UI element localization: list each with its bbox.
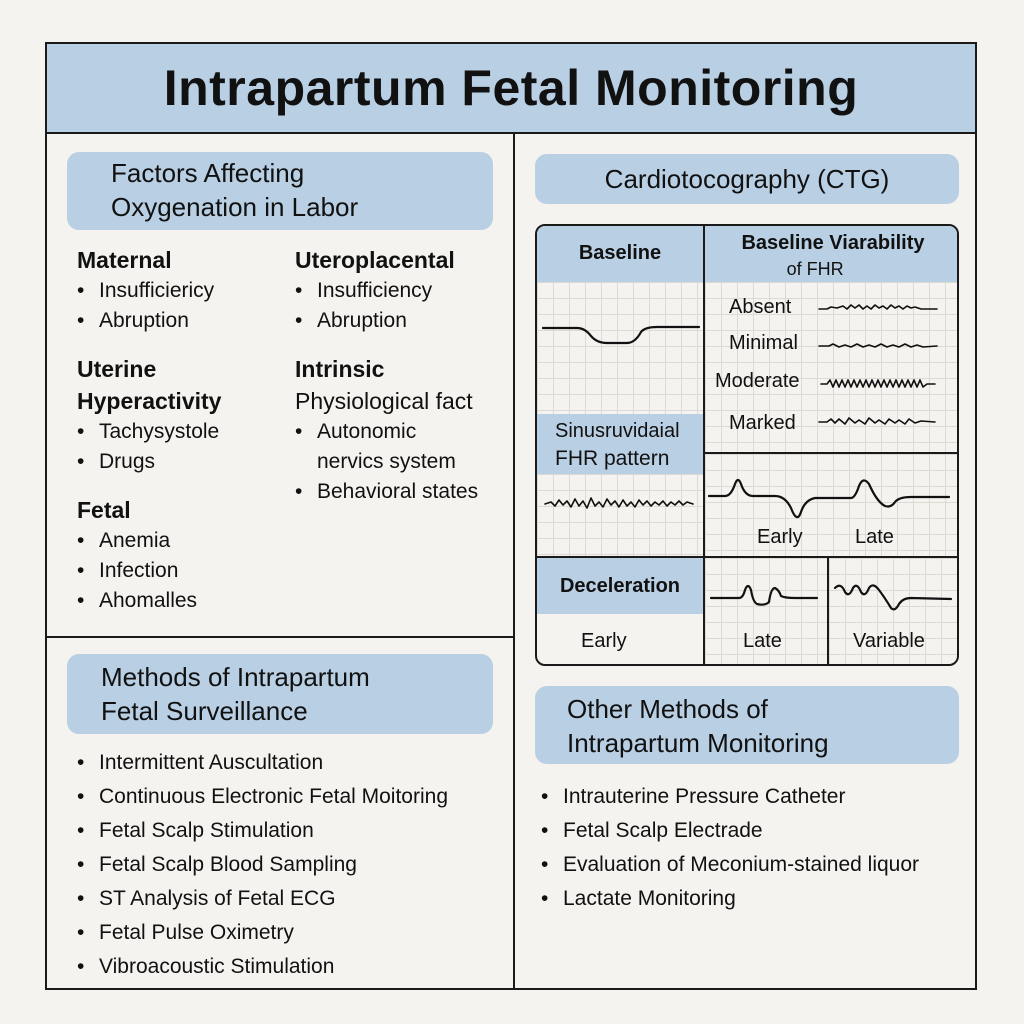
horizontal-divider [47, 636, 513, 638]
group-title: Hyperactivity [77, 388, 222, 414]
list-item: Insufficiency [295, 276, 455, 306]
baseline-header-text: Baseline [578, 242, 662, 264]
page-title: Intrapartum Fetal Monitoring [163, 60, 859, 116]
group-uteroplacental: Uteroplacental Insufficiency Abruption [295, 244, 455, 336]
ctg-heading: Cardiotocography (CTG) [535, 154, 959, 204]
variability-cell: Absent Minimal Moderate Marked [705, 282, 957, 454]
variability-moderate: Moderate [715, 370, 800, 392]
group-title: Intrinsic [295, 356, 385, 382]
decel-type-variable: Variable [829, 558, 957, 664]
sinusoidal-header: Sinusruvidaial FHR pattern [537, 414, 703, 474]
group-title: Fetal [77, 497, 131, 523]
other-methods-list: Intrauterine Pressure Catheter Fetal Sca… [541, 780, 919, 916]
list-item: Infection [77, 556, 197, 586]
decel-early-label: Early [757, 526, 803, 548]
decel-type-late-label: Late [743, 630, 782, 652]
factors-heading-line1: Factors Affecting [111, 158, 305, 188]
decel-late-label: Late [855, 526, 894, 548]
late-decel-icon [709, 584, 819, 606]
group-fetal: Fetal Anemia Infection Ahomalles [77, 494, 197, 616]
decel-patterns-icon [707, 478, 951, 519]
ctg-heading-text: Cardiotocography (CTG) [604, 164, 890, 194]
decel-type-late: Late [705, 558, 827, 664]
list-item: Anemia [77, 526, 197, 556]
deceleration-header-text: Deceleration [559, 575, 681, 597]
list-item: Abruption [295, 306, 455, 336]
decel-type-variable-label: Variable [853, 630, 925, 652]
decel-type-early: Early [537, 614, 703, 664]
list-item: Fetal Scalp Blood Sampling [77, 848, 448, 882]
ctg-column-divider [703, 226, 705, 664]
ctg-row-divider [705, 452, 957, 454]
variability-header-line2: of FHR [786, 259, 844, 279]
group-maternal: Maternal Insufficierіcy Abruption [77, 244, 214, 336]
list-item: Evaluation of Meconium-stained liquor [541, 848, 919, 882]
list-item: Continuous Electronic Fetal Moitoring [77, 780, 448, 814]
baseline-trace-cell [537, 282, 703, 414]
methods-heading-line1: Methods of Intrapartum [101, 662, 370, 692]
deceleration-header: Deceleration [537, 558, 703, 614]
list-item: Fetal Scalp Electrade [541, 814, 919, 848]
decel-type-early-label: Early [581, 630, 627, 652]
variability-marked: Marked [729, 412, 796, 434]
factors-heading-line2: Oxygenation in Labor [111, 192, 359, 222]
list-item: Abruption [77, 306, 214, 336]
variability-minimal: Minimal [729, 332, 798, 354]
ctg-column-divider [827, 558, 829, 664]
title-bar: Intrapartum Fetal Monitoring [47, 44, 975, 134]
list-item: Autonomic [295, 417, 478, 447]
list-item: Behavioral states [295, 477, 478, 507]
ctg-table: Baseline Sinusruvidaial FHR pattern Base… [535, 224, 959, 666]
list-item: Ahomalles [77, 586, 197, 616]
other-methods-heading-line2: Intrapartum Monitoring [567, 728, 829, 758]
sinusoidal-line2: FHR pattern [555, 447, 670, 470]
list-item: Fetal Scalp Stimulation [77, 814, 448, 848]
group-title: Uterine [77, 356, 157, 382]
factors-heading: Factors Affecting Oxygenation in Labor [67, 152, 493, 230]
methods-heading-line2: Fetal Surveillance [101, 696, 308, 726]
baseline-header: Baseline [537, 226, 703, 282]
sinusoidal-trace-cell [537, 474, 703, 556]
variability-traces-icon [818, 304, 938, 425]
vertical-divider [513, 132, 515, 990]
methods-heading: Methods of Intrapartum Fetal Surveillanc… [67, 654, 493, 734]
other-methods-heading: Other Methods of Intrapartum Monitoring [535, 686, 959, 764]
list-item: ST Analysis of Fetal ECG [77, 882, 448, 916]
group-title: Uteroplacental [295, 247, 455, 273]
decel-patterns-cell: Early Late [705, 454, 957, 556]
other-methods-heading-line1: Other Methods of [567, 694, 768, 724]
list-item: Intrauterine Pressure Catheter [541, 780, 919, 814]
variable-decel-icon [833, 584, 953, 611]
group-intrinsic: Intrinsic Physiological fact Autonomic n… [295, 353, 478, 507]
variability-header: Baseline Viarability of FHR [705, 226, 957, 282]
sinusoidal-trace-icon [544, 497, 694, 509]
list-item: Fetal Pulse Oximetry [77, 916, 448, 950]
ctg-row-divider [537, 556, 957, 558]
group-title: Physiological fact [295, 388, 473, 414]
group-uterine-hyperactivity: Uterine Hyperactivity Tachysystole Drugs [77, 353, 221, 477]
variability-absent: Absent [729, 296, 792, 318]
baseline-trace-icon [541, 325, 701, 345]
list-item: Intermittent Auscultation [77, 746, 448, 780]
methods-list: Intermittent Auscultation Continuous Ele… [77, 746, 448, 984]
variability-header-line1: Baseline Viarability [741, 232, 925, 254]
list-item: Vibroacoustic Stimulation [77, 950, 448, 984]
list-item: Drugs [77, 447, 221, 477]
infographic-frame: Intrapartum Fetal Monitoring Factors Aff… [45, 42, 977, 990]
sinusoidal-line1: Sinusruvidaial [555, 420, 680, 442]
list-item: Tachysystole [77, 417, 221, 447]
list-item: Insufficierіcy [77, 276, 214, 306]
list-item: Lactate Monitoring [541, 882, 919, 916]
list-item: nervics system [317, 450, 456, 473]
group-title: Maternal [77, 247, 172, 273]
